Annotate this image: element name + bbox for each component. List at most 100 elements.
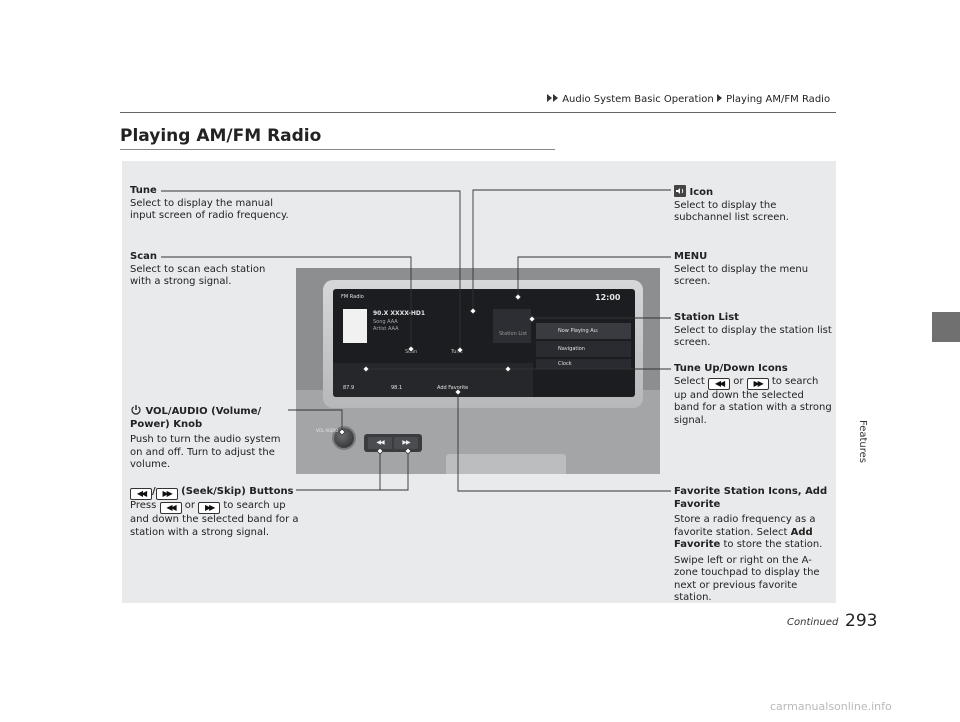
song-name: Song AAA bbox=[373, 319, 398, 325]
breadcrumb: Audio System Basic Operation Playing AM/… bbox=[547, 94, 830, 105]
page-number: 293 bbox=[845, 611, 878, 631]
subchannel-icon bbox=[674, 185, 686, 197]
callout-scan: Scan Select to scan each station with a … bbox=[130, 251, 270, 289]
callout-desc-or: or bbox=[733, 375, 744, 387]
clock-readout: 12:00 bbox=[595, 293, 621, 302]
callout-desc-pre: Store a radio frequency as a favorite st… bbox=[674, 514, 816, 538]
marker bbox=[338, 428, 346, 436]
menu-row-now-playing[interactable]: Now Playing Au: bbox=[536, 323, 631, 339]
callout-title: VOL/AUDIO (Volume/ Power) Knob bbox=[130, 406, 262, 430]
leader-scan bbox=[161, 256, 412, 350]
artist-name: Artist AAA bbox=[373, 326, 399, 332]
breadcrumb-item-2[interactable]: Playing AM/FM Radio bbox=[726, 94, 831, 105]
callout-icon: Icon Select to display the subchannel li… bbox=[674, 185, 824, 225]
tune-down-icon: ◀◀ bbox=[708, 377, 731, 390]
callout-desc-post: to store the station. bbox=[723, 539, 823, 550]
marker bbox=[456, 346, 464, 354]
album-art bbox=[343, 309, 367, 343]
menu-row-clock[interactable]: Clock bbox=[536, 359, 631, 369]
seek-up-button[interactable]: ▶▶ bbox=[394, 437, 418, 449]
breadcrumb-arrow-icon bbox=[553, 94, 558, 102]
menu-row-navigation[interactable]: Navigation bbox=[536, 341, 631, 357]
callout-title: Scan bbox=[130, 251, 157, 262]
marker bbox=[454, 388, 462, 396]
callout-favorite: Favorite Station Icons, Add Favorite Sto… bbox=[674, 486, 828, 605]
tune-button[interactable]: Tune bbox=[451, 349, 463, 355]
favorite-station-2[interactable]: 98.1 bbox=[391, 385, 403, 391]
menu-row-label: Clock bbox=[558, 361, 572, 367]
callout-desc: Push to turn the audio system on and off… bbox=[130, 434, 281, 470]
callout-title: Tune bbox=[130, 185, 157, 196]
seek-forward-icon: ▶▶ bbox=[198, 502, 221, 514]
callout-desc-pre: Press bbox=[130, 500, 157, 511]
callout-station-list: Station List Select to display the stati… bbox=[674, 312, 832, 350]
continued-label: Continued bbox=[787, 617, 839, 628]
callout-desc-2: Swipe left or right on the A-zone touchp… bbox=[674, 554, 820, 604]
leader-favorite bbox=[457, 393, 671, 492]
callout-title: (Seek/Skip) Buttons bbox=[181, 486, 294, 497]
seek-down-button[interactable]: ◀◀ bbox=[368, 437, 392, 449]
callout-desc: Select to display the station list scree… bbox=[674, 324, 832, 349]
menu-row-label: Navigation bbox=[558, 346, 585, 352]
callout-desc-post: to search up and down the selected band … bbox=[674, 375, 832, 426]
seek-skip-buttons: ◀◀ ▶▶ bbox=[364, 434, 422, 452]
knob-label: VOL AUDIO bbox=[316, 428, 339, 433]
dashboard-illustration: FM Radio 12:00 90.X XXXX-HD1 Song AAA Ar… bbox=[296, 268, 660, 474]
marker bbox=[362, 365, 370, 373]
tune-up-icon: ▶▶ bbox=[746, 377, 769, 390]
watermark: carmanualsonline.info bbox=[770, 700, 892, 713]
seek-back-icon: ◀◀ bbox=[159, 502, 182, 514]
callout-title: Icon bbox=[689, 187, 714, 198]
title-rule bbox=[120, 149, 555, 150]
callout-desc-bold: Add Favorite bbox=[674, 526, 813, 551]
leader-station-list bbox=[531, 317, 671, 320]
marker bbox=[504, 365, 512, 373]
seek-back-icon: ◀◀ bbox=[130, 488, 152, 500]
infotainment-screen: FM Radio 12:00 90.X XXXX-HD1 Song AAA Ar… bbox=[333, 289, 635, 397]
callout-desc: Select to display the subchannel list sc… bbox=[674, 199, 789, 224]
vol-audio-knob[interactable] bbox=[334, 428, 354, 448]
menu-row-label: Now Playing Au: bbox=[558, 328, 599, 334]
callout-seek-skip: ◀◀/▶▶ (Seek/Skip) Buttons Press ◀◀ or ▶▶… bbox=[130, 486, 299, 538]
breadcrumb-arrow-icon bbox=[547, 94, 552, 102]
seek-forward-icon: ▶▶ bbox=[155, 488, 178, 500]
favorite-station-1[interactable]: 87.9 bbox=[343, 385, 355, 391]
marker bbox=[404, 447, 412, 455]
air-vent bbox=[446, 454, 566, 474]
callout-desc-post: to search up and down the selected band … bbox=[130, 500, 299, 538]
leader-icon bbox=[472, 189, 671, 310]
callout-title: MENU bbox=[674, 251, 708, 262]
breadcrumb-arrow-icon bbox=[716, 94, 722, 102]
callout-desc: Select to display the manual input scree… bbox=[130, 197, 289, 222]
header-rule bbox=[120, 112, 836, 113]
callout-desc-pre: Select bbox=[674, 375, 705, 387]
section-tab bbox=[932, 312, 960, 342]
callout-desc-or: or bbox=[184, 500, 195, 511]
marker bbox=[514, 293, 522, 301]
callout-tune-updown: Tune Up/Down Icons Select ◀◀ or ▶▶ to se… bbox=[674, 363, 832, 427]
breadcrumb-item-1[interactable]: Audio System Basic Operation bbox=[562, 94, 714, 105]
callout-desc: Select to scan each station with a stron… bbox=[130, 263, 266, 288]
marker bbox=[376, 447, 384, 455]
callout-title: Tune Up/Down Icons bbox=[674, 363, 788, 374]
station-list-tile[interactable]: Station List bbox=[493, 309, 531, 343]
leader-tune bbox=[161, 190, 461, 351]
page-title: Playing AM/FM Radio bbox=[120, 126, 322, 146]
leader-seek-skip bbox=[296, 451, 409, 491]
leader-vol-knob bbox=[288, 409, 343, 432]
marker bbox=[407, 345, 415, 353]
callout-menu: MENU Select to display the menu screen. bbox=[674, 251, 824, 289]
add-favorite-button[interactable]: Add Favorite bbox=[437, 385, 469, 391]
marker bbox=[469, 307, 477, 315]
callout-vol-knob: VOL/AUDIO (Volume/ Power) Knob Push to t… bbox=[130, 404, 288, 472]
marker bbox=[528, 315, 536, 323]
power-icon bbox=[130, 404, 142, 416]
source-label: FM Radio bbox=[341, 294, 364, 300]
callout-tune: Tune Select to display the manual input … bbox=[130, 185, 300, 223]
callout-title: Favorite Station Icons, Add Favorite bbox=[674, 486, 828, 510]
leader-menu bbox=[517, 256, 671, 296]
callout-title: Station List bbox=[674, 312, 739, 323]
station-list-label: Station List bbox=[499, 331, 528, 337]
callout-desc: Select to display the menu screen. bbox=[674, 263, 809, 288]
